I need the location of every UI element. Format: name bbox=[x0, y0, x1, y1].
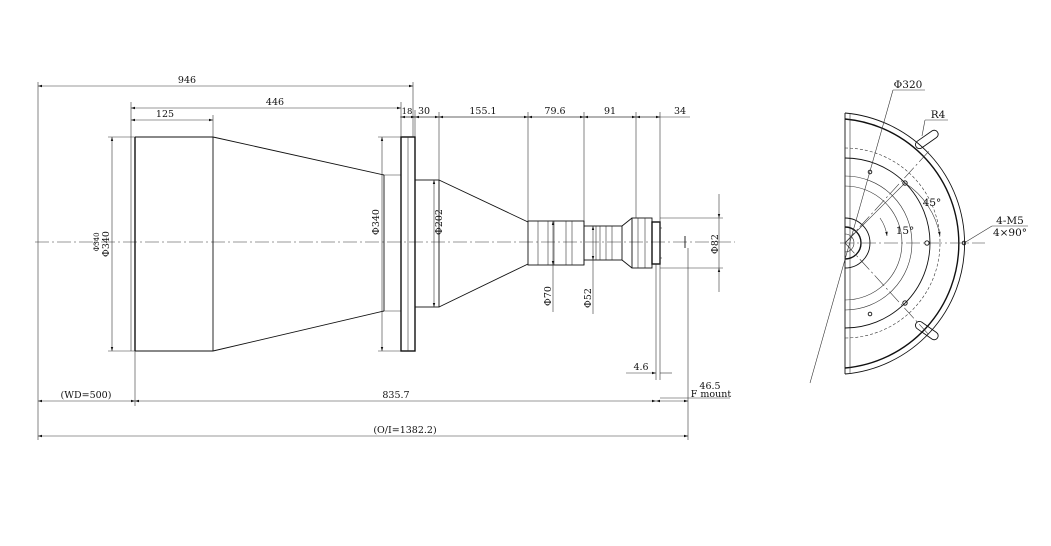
dim-dia-front-left-label: Φ340 bbox=[101, 231, 112, 257]
slot-bottom bbox=[914, 320, 939, 341]
side-angle-45-label: 45° bbox=[923, 197, 942, 209]
side-holes-label: 4-M5 bbox=[996, 215, 1024, 227]
dim-wd-835: (WD=500) 835.7 bbox=[38, 351, 688, 406]
dim-125: 125 bbox=[131, 109, 214, 137]
dim-wd-label: (WD=500) bbox=[61, 390, 112, 401]
dim-dia-52: Φ52 bbox=[583, 226, 595, 314]
front-view: 946 446 125 bbox=[35, 75, 735, 440]
slot-top bbox=[914, 129, 939, 150]
dim-946-label: 946 bbox=[178, 75, 196, 86]
dim-dia-202-label: Φ202 bbox=[434, 209, 445, 235]
dim-835-label: 835.7 bbox=[382, 390, 409, 401]
dim-dia-front-left: Φ340 bbox=[101, 136, 135, 352]
flange bbox=[400, 136, 416, 352]
dim-46-5: 46.5 F mount bbox=[660, 248, 731, 440]
dim-dia-front: Φ340 bbox=[93, 232, 101, 251]
dim-dia-flange: Φ340 bbox=[371, 136, 401, 352]
dim-30-label: 30 bbox=[418, 106, 430, 117]
side-view: Φ320 R4 45° 15° 4-M5 4×90° bbox=[809, 79, 1028, 384]
side-angle-15-label: 15° bbox=[896, 225, 915, 237]
dim-18-label: 18 bbox=[402, 107, 413, 117]
front-tube bbox=[130, 136, 214, 352]
dim-oi: (O/I=1382.2) bbox=[37, 242, 688, 440]
dim-125-label: 125 bbox=[156, 109, 174, 120]
section-202 bbox=[414, 179, 529, 308]
side-r4-label: R4 bbox=[931, 109, 946, 121]
dim-46-5-label: 46.5 bbox=[699, 381, 720, 392]
dim-446-label: 446 bbox=[266, 97, 284, 108]
dim-dia-82-label: Φ82 bbox=[710, 234, 721, 254]
dim-34-label: 34 bbox=[674, 106, 686, 117]
side-dia-320-label: Φ320 bbox=[894, 79, 923, 91]
mount-section bbox=[631, 217, 662, 269]
dim-dia-flange-label: Φ340 bbox=[371, 209, 382, 235]
dim-dia-52-label: Φ52 bbox=[583, 288, 594, 308]
cone-body bbox=[212, 136, 401, 352]
dim-dia-82: Φ82 bbox=[660, 194, 723, 292]
dim-155-label: 155.1 bbox=[469, 106, 496, 117]
barrel-52 bbox=[583, 217, 633, 269]
dim-oi-label: (O/I=1382.2) bbox=[373, 425, 436, 436]
dim-dia-202: Φ202 bbox=[432, 180, 445, 307]
dim-dia-70: Φ70 bbox=[543, 221, 555, 312]
side-holes-spacing-label: 4×90° bbox=[993, 227, 1027, 239]
dim-91-label: 91 bbox=[604, 106, 616, 117]
dim-chain-right: 18 30 155.1 79.6 91 34 bbox=[400, 102, 690, 380]
dim-dia-70-label: Φ70 bbox=[543, 286, 554, 306]
dim-dia-front-label: Φ340 bbox=[93, 232, 101, 251]
f-mount-label: F mount bbox=[691, 389, 732, 400]
dim-946: 946 bbox=[37, 75, 414, 242]
barrel-70 bbox=[527, 220, 585, 266]
dim-4-6-label: 4.6 bbox=[633, 362, 648, 373]
dim-79-label: 79.6 bbox=[544, 106, 565, 117]
dim-4-6: 4.6 bbox=[626, 264, 672, 380]
